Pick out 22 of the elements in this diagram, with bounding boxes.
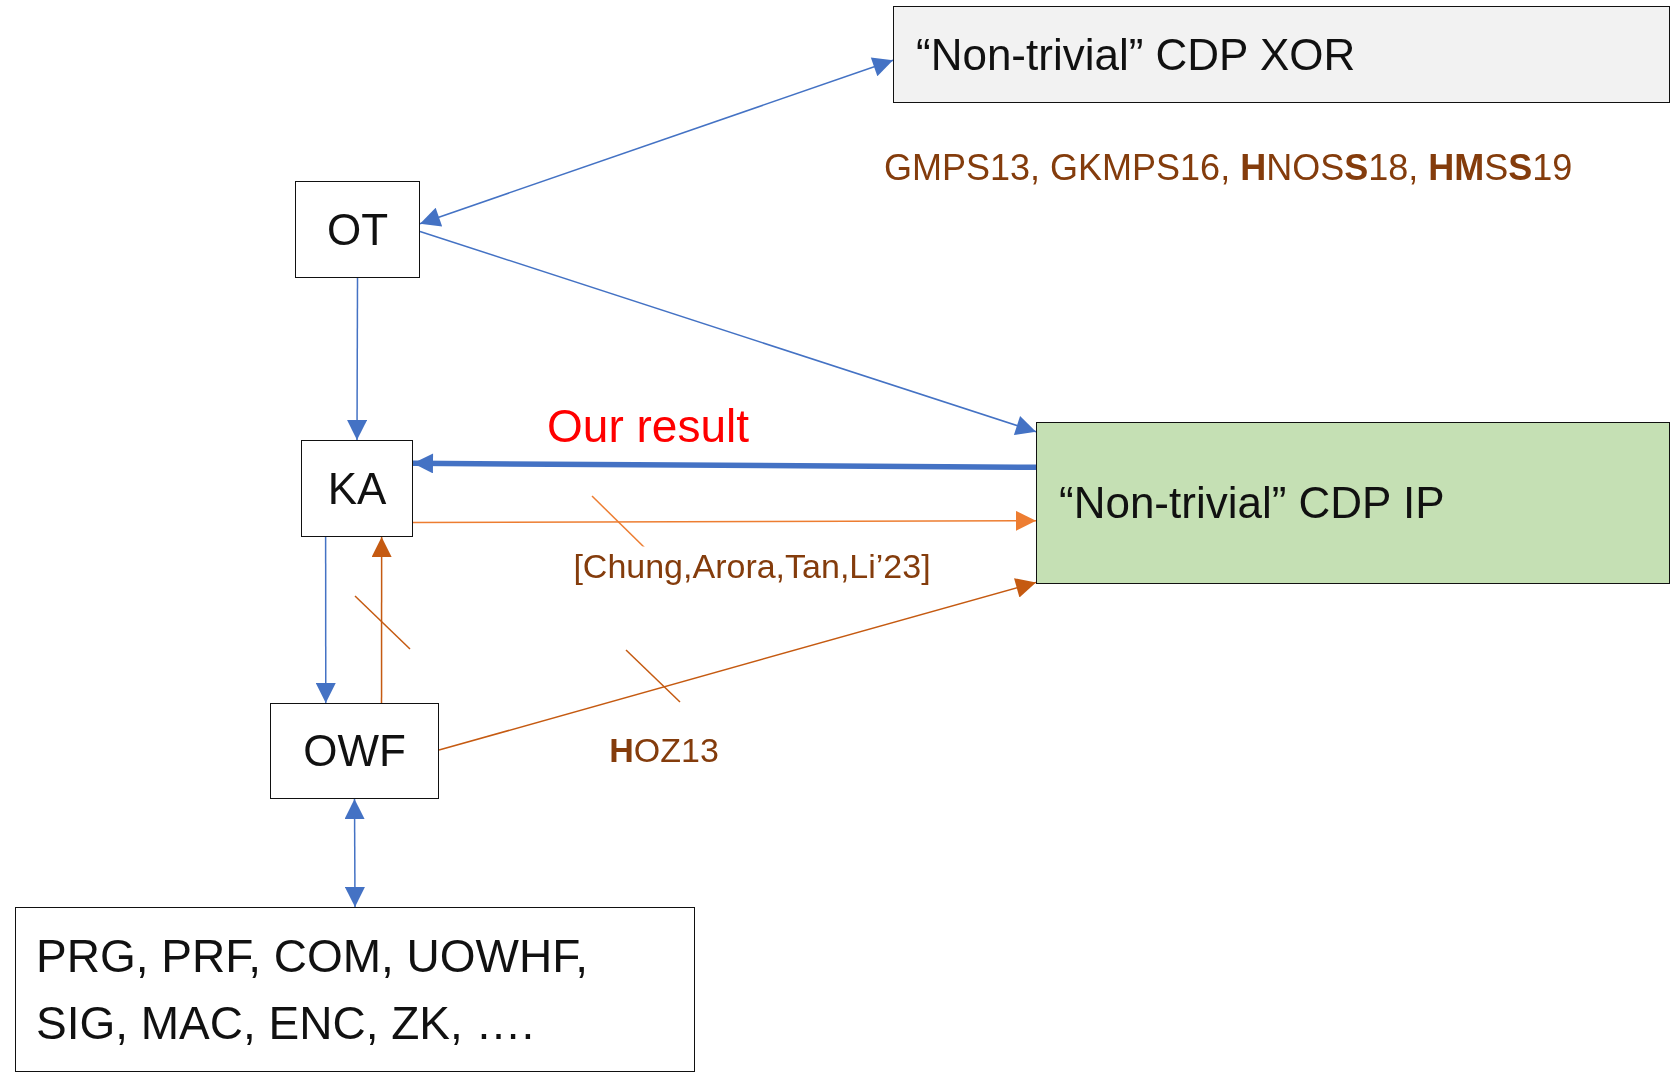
arrow	[438, 578, 1037, 751]
node-label: OWF	[303, 725, 406, 778]
node-label: KA	[327, 462, 387, 515]
arrow	[344, 798, 365, 908]
arrow	[419, 57, 894, 227]
node-label: OT	[326, 203, 389, 256]
process-box	[301, 440, 413, 537]
citation-text: GMPS13, GKMPS16, HNOSS18, HMSS19	[884, 147, 1573, 189]
process-box	[295, 181, 420, 278]
node-label: PRG, PRF, COM, UOWHF, SIG, MAC, ENC, ZK, ….	[36, 928, 589, 1051]
arrow	[413, 453, 1036, 474]
process-box	[15, 907, 695, 1072]
arrow	[412, 510, 1037, 531]
process-box	[893, 6, 1670, 103]
node-label: “Non-trivial” CDP IP	[1059, 477, 1445, 530]
node-label: “Non-trivial” CDP XOR	[916, 28, 1356, 81]
process-box	[1036, 422, 1670, 584]
arrow	[347, 277, 368, 441]
arrow	[371, 536, 392, 704]
process-box	[270, 703, 439, 799]
arrow	[315, 536, 336, 704]
arrow	[419, 230, 1037, 436]
